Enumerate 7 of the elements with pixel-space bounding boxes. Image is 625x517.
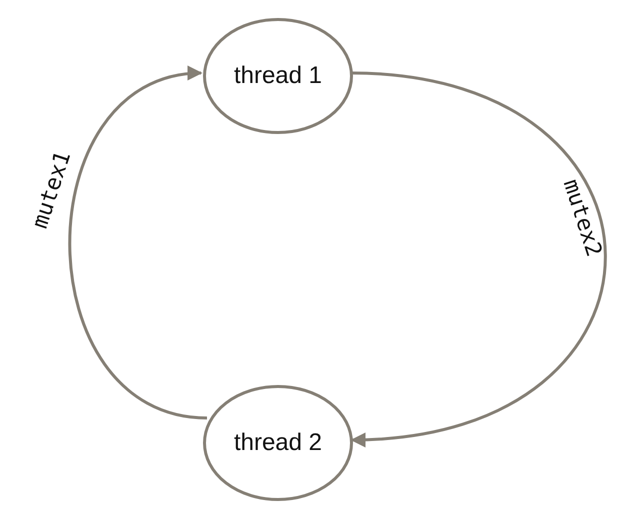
node-label: thread 1 (233, 61, 323, 91)
curved-arrow (68, 68, 208, 420)
ellipse-node (203, 18, 353, 134)
node-label: thread 2 (233, 428, 323, 458)
ellipse-node (203, 385, 353, 501)
edge-label: mutex1 (28, 148, 76, 232)
curved-arrow (350, 72, 606, 446)
